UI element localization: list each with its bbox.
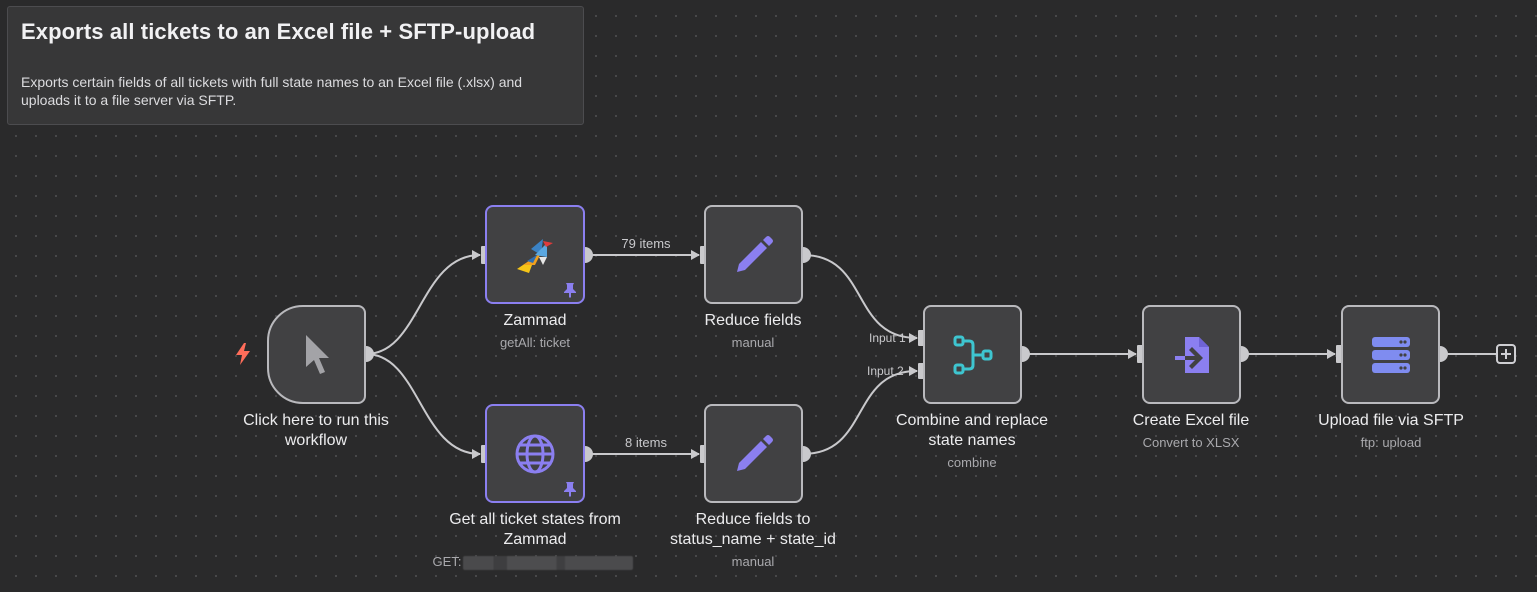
pencil-icon xyxy=(736,235,773,272)
redacted-url xyxy=(463,555,634,570)
node-label: Upload file via SFTP xyxy=(1318,412,1464,429)
plus-icon xyxy=(1501,349,1511,359)
node-reduce-fields[interactable] xyxy=(704,205,803,304)
node-combine[interactable] xyxy=(923,305,1022,404)
merge-icon xyxy=(953,335,992,374)
note-body: Exports certain fields of all tickets wi… xyxy=(21,74,523,108)
note-title: Exports all tickets to an Excel file + S… xyxy=(21,19,536,44)
cursor-icon xyxy=(305,334,329,374)
node-subtitle: manual xyxy=(731,554,775,569)
node-label: Reduce fields xyxy=(704,312,802,329)
arrowhead xyxy=(472,250,481,260)
pencil-icon xyxy=(736,434,773,471)
node-label: Get all ticket states from Zammad xyxy=(449,511,621,548)
connection-reduce2-combine[interactable] xyxy=(802,370,918,455)
input-2-label: Input 2 xyxy=(867,364,904,378)
item-count: 8 items xyxy=(625,435,667,450)
file-import-icon xyxy=(1174,336,1209,373)
pin-icon xyxy=(564,482,576,497)
node-manual-trigger[interactable] xyxy=(267,305,366,404)
node-label: Combine and replace state names xyxy=(895,412,1049,449)
node-zammad[interactable] xyxy=(485,205,585,304)
node-subtitle: getAll: ticket xyxy=(499,335,571,350)
arrowhead xyxy=(472,449,481,459)
connection-reduce-combine[interactable] xyxy=(802,254,918,339)
item-count: 79 items xyxy=(621,236,671,251)
node-subtitle: Convert to XLSX xyxy=(1142,435,1240,450)
connection-trigger-zammad[interactable] xyxy=(365,254,481,355)
node-subtitle: combine xyxy=(947,455,997,470)
node-label: Zammad xyxy=(503,312,567,329)
node-subtitle: GET: xyxy=(413,554,653,570)
node-label: Create Excel file xyxy=(1132,412,1250,429)
node-label: Click here to run this workflow xyxy=(243,412,389,449)
node-subtitle: manual xyxy=(731,335,775,350)
globe-icon xyxy=(515,434,555,473)
arrowhead xyxy=(691,250,700,260)
arrowhead xyxy=(909,333,918,343)
arrowhead xyxy=(1128,349,1137,359)
pin-icon xyxy=(564,283,576,298)
server-icon xyxy=(1371,336,1410,373)
node-get-ticket-states[interactable] xyxy=(485,404,585,503)
node-subtitle: ftp: upload xyxy=(1360,435,1422,450)
node-reduce-fields-status[interactable] xyxy=(704,404,803,503)
trigger-bolt-icon xyxy=(236,343,250,365)
node-create-excel[interactable] xyxy=(1142,305,1241,404)
node-upload-sftp[interactable] xyxy=(1341,305,1440,404)
add-node-button[interactable] xyxy=(1496,344,1516,364)
arrowhead xyxy=(691,449,700,459)
node-label: Reduce fields to status_name + state_id xyxy=(670,511,836,548)
input-1-label: Input 1 xyxy=(869,331,906,345)
arrowhead xyxy=(909,366,918,376)
zammad-bird-icon xyxy=(517,238,553,273)
arrowhead xyxy=(1327,349,1336,359)
sticky-note[interactable]: Exports all tickets to an Excel file + S… xyxy=(7,6,584,125)
connection-trigger-states[interactable] xyxy=(365,353,481,455)
